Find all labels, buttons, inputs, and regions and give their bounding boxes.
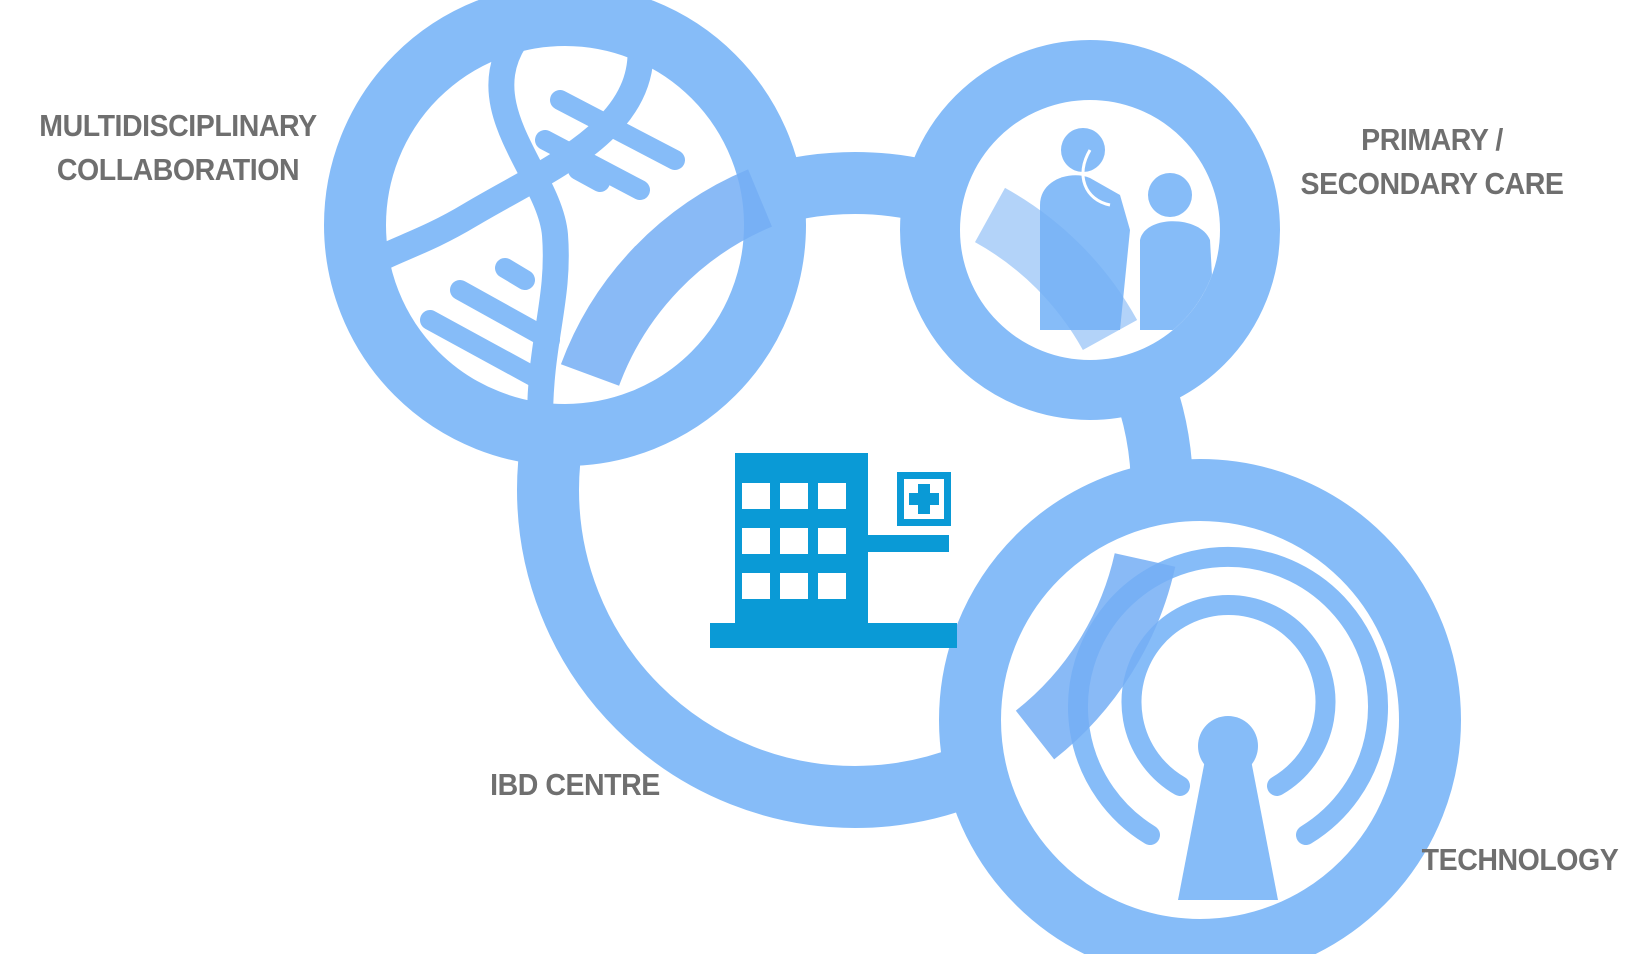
primary-line1: PRIMARY / bbox=[1361, 122, 1503, 157]
ibd-centre-text: IBD CENTRE bbox=[490, 767, 660, 802]
dna-node bbox=[324, 0, 806, 466]
technology-label: TECHNOLOGY bbox=[1414, 838, 1626, 882]
primary-line2: SECONDARY CARE bbox=[1300, 166, 1564, 201]
multidisciplinary-line2: COLLABORATION bbox=[56, 152, 300, 187]
primary-secondary-care-label: PRIMARY / SECONDARY CARE bbox=[1276, 118, 1589, 206]
technology-node bbox=[939, 459, 1461, 954]
hospital-icon bbox=[710, 453, 957, 648]
broadcast-antenna-icon bbox=[1068, 546, 1388, 900]
multidisciplinary-collaboration-label: MULTIDISCIPLINARY COLLABORATION bbox=[22, 104, 335, 192]
technology-text: TECHNOLOGY bbox=[1421, 842, 1619, 877]
dna-icon bbox=[385, 45, 685, 405]
multidisciplinary-line1: MULTIDISCIPLINARY bbox=[39, 108, 317, 143]
ring-overlaps bbox=[560, 169, 1176, 760]
ibd-centre-label: IBD CENTRE bbox=[465, 763, 686, 807]
care-node bbox=[900, 40, 1280, 420]
